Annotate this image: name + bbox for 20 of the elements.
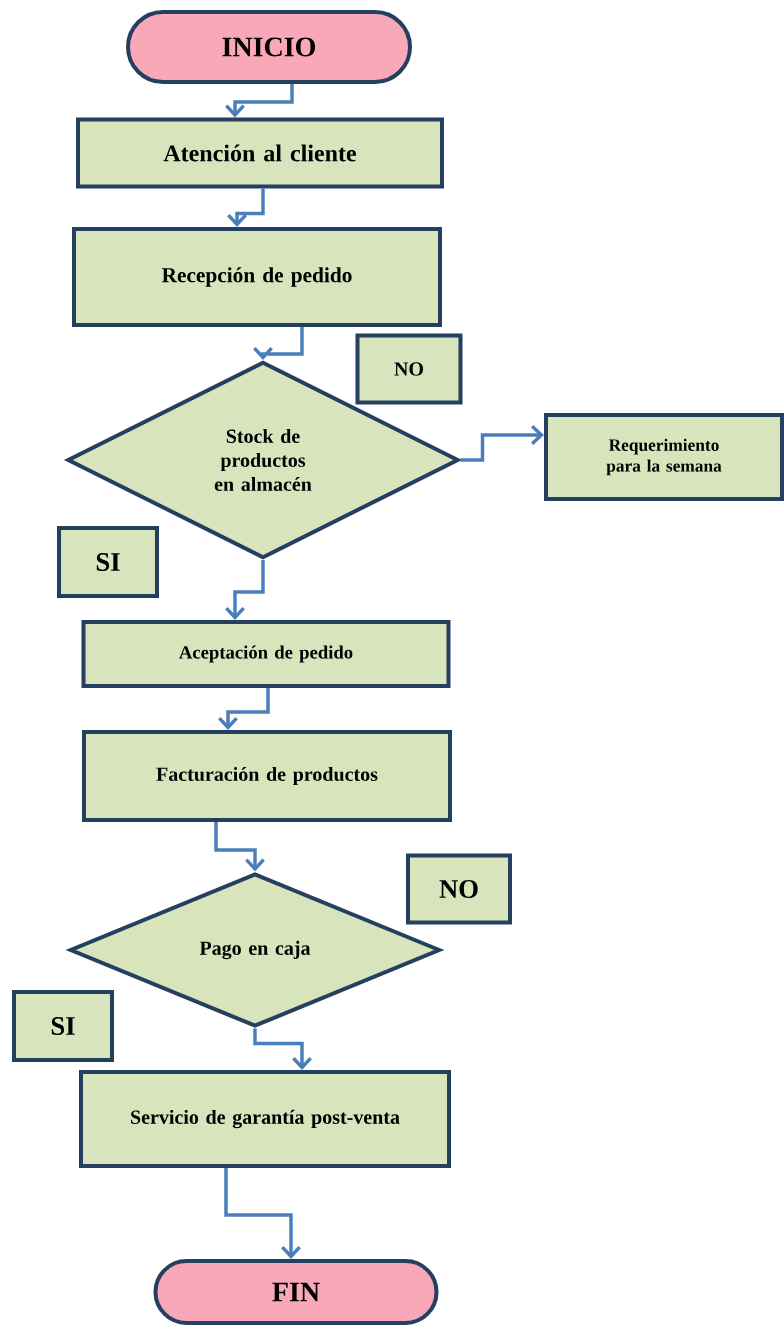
arrow bbox=[227, 188, 265, 227]
process-box: Atención al cliente bbox=[76, 117, 444, 189]
start-end-oval: FIN bbox=[153, 1259, 439, 1325]
branch-label-box: SI bbox=[57, 526, 159, 598]
process-box: Requerimiento para la semana bbox=[544, 413, 784, 501]
arrow bbox=[224, 1168, 301, 1259]
process-box: Recepción de pedido bbox=[72, 227, 442, 327]
branch-label-box: NO bbox=[355, 333, 463, 405]
arrow bbox=[253, 1028, 312, 1070]
branch-label-box: SI bbox=[12, 990, 114, 1062]
arrow bbox=[225, 560, 265, 620]
process-box: Facturación de productos bbox=[82, 730, 452, 822]
arrow bbox=[460, 425, 544, 462]
branch-label-box: NO bbox=[406, 853, 512, 925]
arrow bbox=[218, 688, 270, 730]
arrow bbox=[253, 327, 304, 360]
arrow bbox=[225, 84, 294, 118]
arrow bbox=[214, 822, 265, 872]
process-box: Aceptación de pedido bbox=[81, 620, 451, 688]
process-box: Servicio de garantía post-venta bbox=[79, 1070, 451, 1168]
